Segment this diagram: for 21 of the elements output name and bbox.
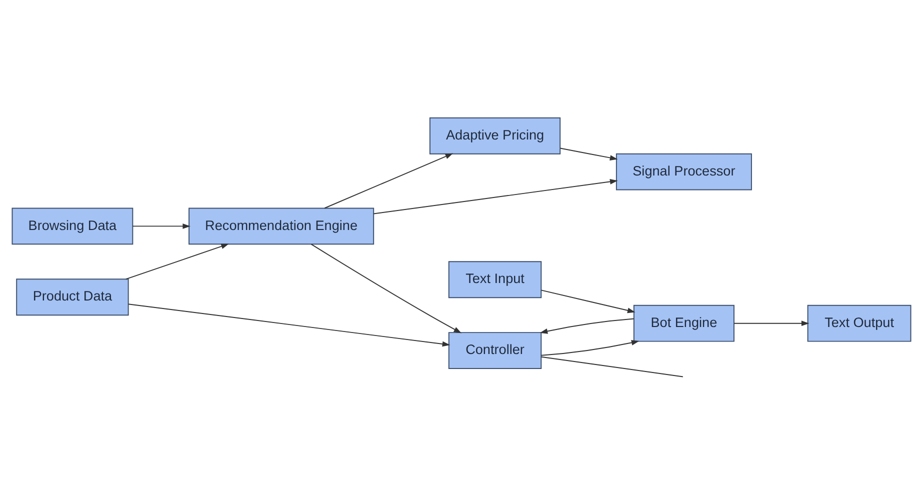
node-box: Recommendation Engine xyxy=(188,208,374,245)
node-box: Text Output xyxy=(807,304,912,342)
arrow xyxy=(540,318,634,334)
arrow xyxy=(324,153,454,209)
node-box: Signal Processor xyxy=(616,153,752,190)
node-box: Bot Engine xyxy=(633,304,734,342)
arrow xyxy=(734,320,810,326)
arrow xyxy=(128,304,450,347)
node-box: Product Data xyxy=(16,278,129,316)
arrow xyxy=(540,340,640,356)
node-box: Text Input xyxy=(448,261,542,298)
node-box: Controller xyxy=(448,332,542,369)
arrow xyxy=(310,244,462,334)
node-box: Browsing Data xyxy=(12,208,134,245)
arrow xyxy=(560,148,618,160)
arrow xyxy=(540,290,636,314)
arrow xyxy=(132,223,190,229)
connector xyxy=(540,356,684,378)
arrow xyxy=(373,179,618,214)
node-box: Adaptive Pricing xyxy=(429,117,561,154)
arrow xyxy=(125,244,229,280)
